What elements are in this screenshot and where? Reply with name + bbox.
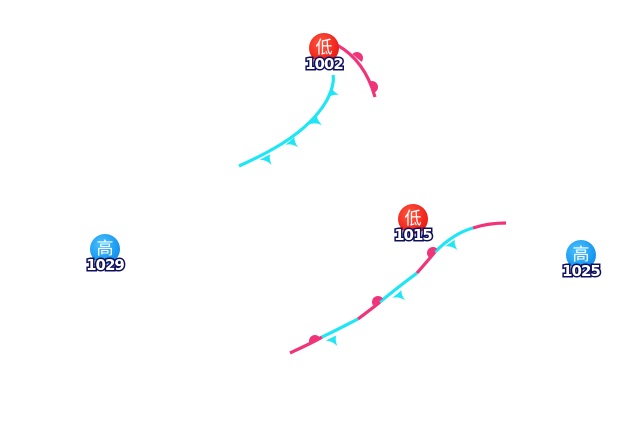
pressure-value: 1029 bbox=[85, 255, 127, 276]
pressure-value: 1015 bbox=[393, 225, 435, 246]
warm-front-bump-icon bbox=[352, 52, 363, 62]
cold-front-barb-icon bbox=[259, 154, 272, 165]
high-symbol-icon: 高 bbox=[90, 234, 120, 264]
occluded-front-south-segment bbox=[289, 335, 323, 355]
cold-front-barb-icon bbox=[445, 239, 458, 251]
occluded-front-south-segment bbox=[321, 317, 359, 339]
cold-front-barb-icon bbox=[326, 87, 340, 99]
occluded-front-south-segment bbox=[433, 226, 474, 254]
warm-front-bump-icon bbox=[427, 247, 438, 258]
high-symbol-icon: 高 bbox=[566, 240, 596, 270]
warm-front-north bbox=[336, 43, 377, 98]
occluded-front-south-segment bbox=[415, 250, 437, 275]
cold-front-barb-icon bbox=[392, 290, 405, 301]
occluded-front-south-segment bbox=[378, 271, 418, 304]
cold-front-barb-icon bbox=[285, 137, 298, 148]
cold-front-barb-icon bbox=[309, 115, 322, 126]
cold-front-barb-icon bbox=[325, 335, 338, 347]
cold-front-north bbox=[238, 74, 335, 168]
warm-front-bump-icon bbox=[372, 296, 383, 306]
low-symbol-icon: 低 bbox=[309, 33, 339, 63]
warm-front-bump-icon bbox=[309, 335, 321, 344]
pressure-value: 1025 bbox=[561, 261, 603, 282]
occluded-front-south-segment bbox=[357, 300, 382, 321]
occluded-front-south-segment bbox=[472, 221, 507, 230]
warm-front-bump-icon bbox=[369, 81, 378, 93]
pressure-value: 1002 bbox=[304, 54, 346, 75]
low-symbol-icon: 低 bbox=[398, 204, 428, 234]
